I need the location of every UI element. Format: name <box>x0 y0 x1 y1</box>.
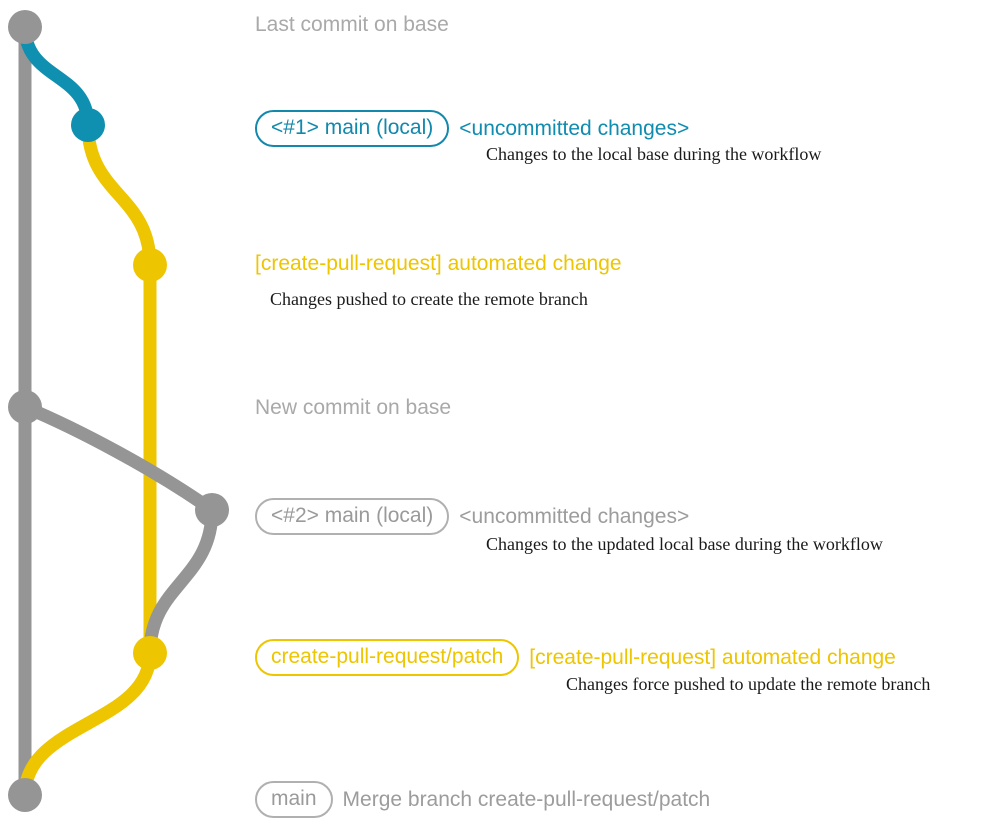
commit-row-automated-change-2: create-pull-request/patch [create-pull-r… <box>255 639 896 677</box>
edge-local1-to-remote1 <box>81 118 157 272</box>
branch-badge-main-local-2[interactable]: <#2> main (local) <box>255 498 450 536</box>
commit-row-last-commit-on-base: Last commit on base <box>255 13 449 36</box>
branch-badge-main[interactable]: main <box>255 781 333 819</box>
commit-row-uncommitted-changes-1: <#1> main (local) <uncommitted changes> <box>255 110 690 148</box>
commit-description: Changes to the local base during the wor… <box>486 144 822 164</box>
edge-local2-to-remote2 <box>143 503 219 660</box>
node-merge-commit[interactable] <box>8 778 42 812</box>
branch-badge-main-local-1[interactable]: <#1> main (local) <box>255 110 450 148</box>
node-last-commit-on-base[interactable] <box>8 10 42 44</box>
commit-description: Changes to the updated local base during… <box>486 534 883 554</box>
commit-row-uncommitted-changes-2: <#2> main (local) <uncommitted changes> <box>255 498 690 536</box>
commit-row-merge-commit: main Merge branch create-pull-request/pa… <box>255 781 711 819</box>
commit-subject: <uncommitted changes> <box>459 116 690 140</box>
node-uncommitted-changes-1[interactable] <box>71 108 105 142</box>
branch-badge-create-pull-request-patch[interactable]: create-pull-request/patch <box>255 639 520 677</box>
commit-row-automated-change-1: [create-pull-request] automated change <box>255 252 622 275</box>
node-new-commit-on-base[interactable] <box>8 390 42 424</box>
commit-description: Changes pushed to create the remote bran… <box>270 289 588 309</box>
node-automated-change-1[interactable] <box>133 248 167 282</box>
node-automated-change-2[interactable] <box>133 636 167 670</box>
node-uncommitted-changes-2[interactable] <box>195 493 229 527</box>
commit-subject: Merge branch create-pull-request/patch <box>342 787 711 811</box>
edge-remote2-to-merge <box>18 646 157 802</box>
commit-subject: New commit on base <box>255 396 452 419</box>
commit-row-new-commit-on-base: New commit on base <box>255 396 452 419</box>
commit-subject: [create-pull-request] automated change <box>529 645 896 669</box>
commit-subject: [create-pull-request] automated change <box>255 252 622 275</box>
commit-subject: Last commit on base <box>255 13 449 36</box>
commit-subject: <uncommitted changes> <box>459 504 690 528</box>
commit-description: Changes force pushed to update the remot… <box>566 674 931 694</box>
edge-basenew-to-local2 <box>18 400 219 517</box>
